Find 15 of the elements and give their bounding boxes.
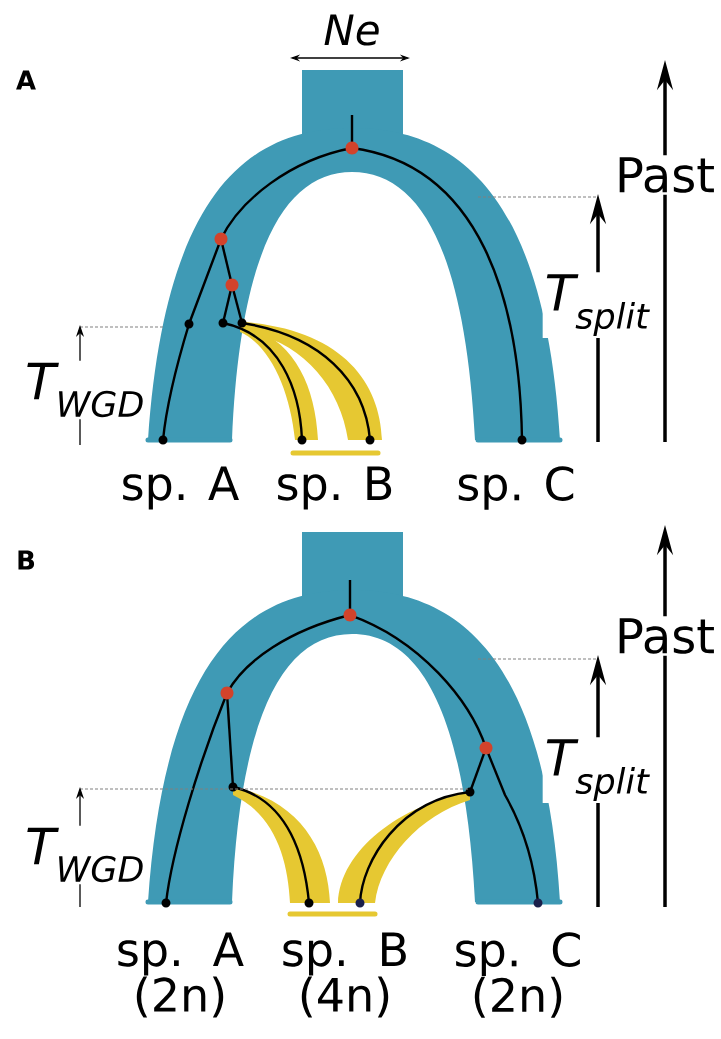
axis-label: T$_{split}$ [542, 737, 652, 803]
species-label: sp. A [123, 466, 239, 510]
species-label: sp. C (2n) [456, 932, 580, 1018]
species-label: sp. B (4n) [283, 932, 406, 1018]
axis-label: Past [613, 616, 717, 656]
axis-label: Past [613, 155, 717, 195]
species-label: sp. C [458, 466, 574, 510]
species-label: sp. A (2n) [118, 932, 244, 1018]
axis-label: Ne [324, 14, 379, 46]
species-label: sp. B [278, 466, 392, 510]
axis-label: T$_{WGD}$ [23, 825, 147, 885]
axis-label: T$_{split}$ [542, 272, 652, 338]
axis-label: T$_{WGD}$ [23, 360, 147, 420]
panel-label: B [18, 550, 35, 570]
panel-label: A [16, 70, 36, 90]
